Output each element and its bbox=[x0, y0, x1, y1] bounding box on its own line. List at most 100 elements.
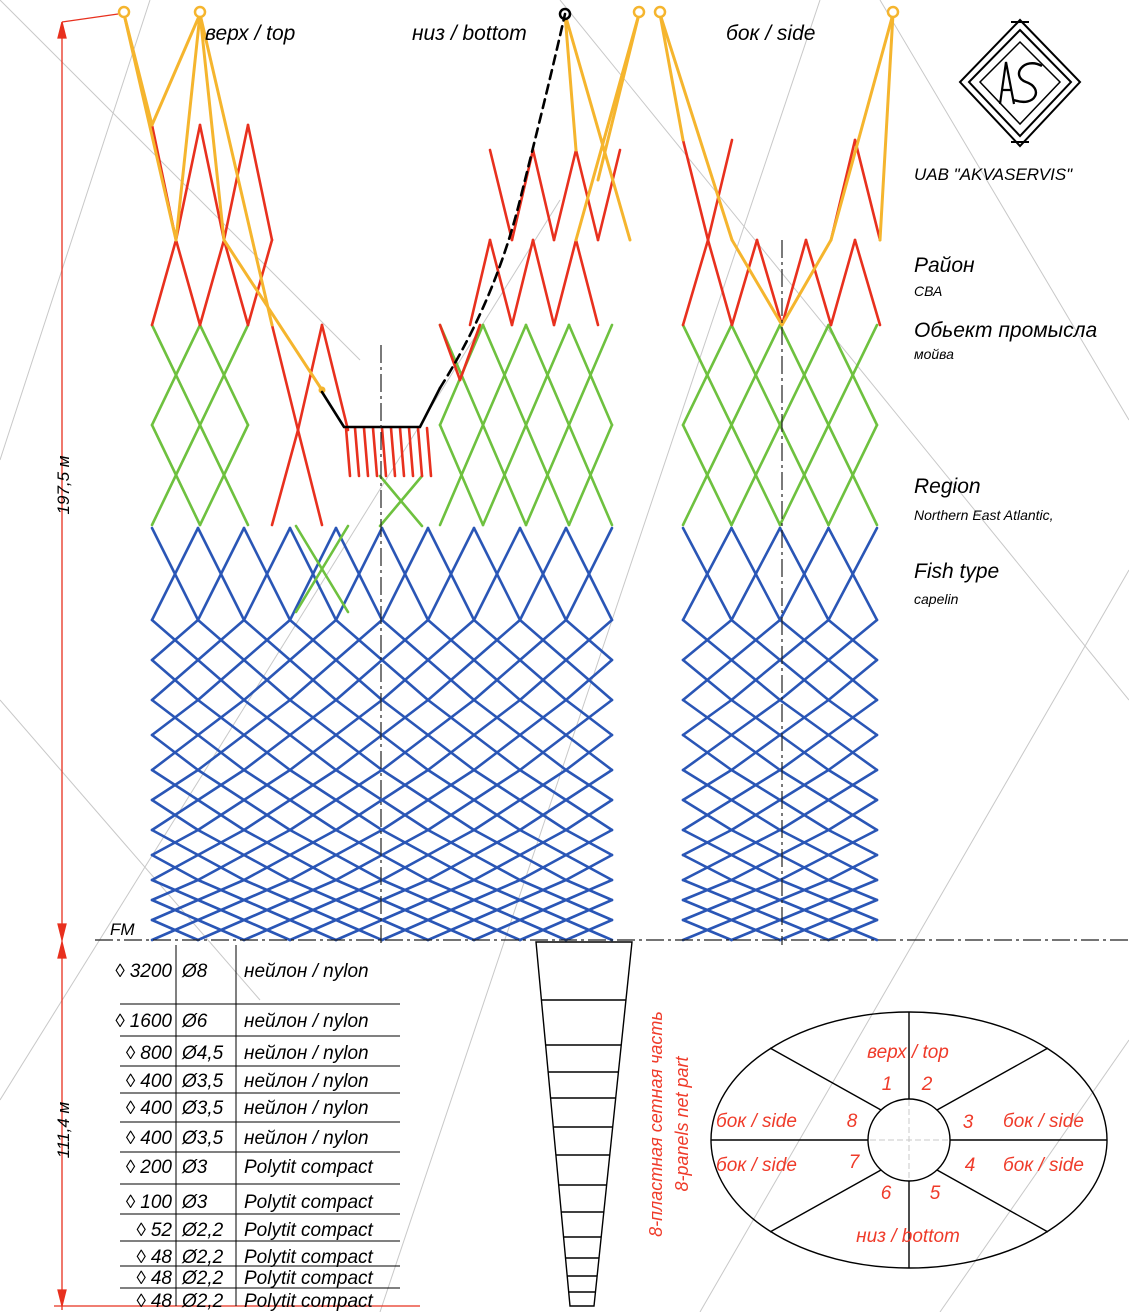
mesh-line-blue bbox=[827, 783, 855, 802]
object-ru-label: Обьект промысла bbox=[914, 319, 1097, 342]
mesh-line-blue bbox=[380, 841, 407, 857]
mesh-line-blue bbox=[778, 928, 806, 942]
mesh-line-blue bbox=[518, 828, 545, 844]
mesh-line-blue bbox=[449, 888, 476, 902]
mesh-line-blue bbox=[564, 878, 591, 892]
mesh-line-blue bbox=[196, 918, 223, 932]
table-cell-material: нейлон / nylon bbox=[244, 1071, 369, 1092]
mesh-line-blue bbox=[403, 928, 430, 942]
mesh-line-blue bbox=[495, 768, 522, 787]
mesh-line-blue bbox=[357, 733, 384, 754]
mesh-line-blue bbox=[705, 841, 733, 857]
panel-number-6: 6 bbox=[881, 1183, 892, 1204]
mesh-line-blue bbox=[778, 841, 806, 857]
mesh-line-blue bbox=[754, 828, 782, 844]
fish-en-value: capelin bbox=[914, 591, 959, 607]
mesh-line-blue bbox=[311, 678, 338, 702]
mesh-line-blue bbox=[705, 526, 733, 576]
mesh-line-blue bbox=[518, 768, 545, 787]
mesh-line-blue bbox=[150, 798, 177, 817]
mesh-line-blue bbox=[541, 618, 568, 642]
mesh-line-blue bbox=[426, 888, 453, 902]
mesh-line-blue bbox=[219, 618, 246, 642]
mesh-line-blue bbox=[730, 678, 758, 702]
mesh-line-green bbox=[681, 473, 709, 527]
mesh-line-blue bbox=[778, 768, 806, 787]
mesh-line-green bbox=[730, 473, 758, 527]
mesh-line-blue bbox=[778, 798, 806, 817]
mesh-line-blue bbox=[311, 526, 338, 576]
mesh-line-blue bbox=[196, 698, 223, 719]
mesh-line-blue bbox=[173, 841, 200, 857]
table-cell-material: нейлон / nylon bbox=[244, 961, 369, 982]
mesh-line-blue bbox=[802, 678, 830, 702]
mesh-line-blue bbox=[851, 783, 879, 802]
mesh-line-green bbox=[851, 373, 879, 427]
object-ru-value: мойва bbox=[914, 346, 954, 362]
mesh-line-red bbox=[371, 426, 379, 478]
mesh-line-blue bbox=[196, 526, 223, 576]
mesh-line-blue bbox=[754, 928, 782, 942]
mesh-line-blue bbox=[705, 618, 733, 642]
mesh-line-blue bbox=[380, 638, 407, 662]
mesh-line-blue bbox=[403, 716, 430, 737]
dimension-lines bbox=[54, 13, 420, 1310]
bridle-ring bbox=[193, 5, 207, 19]
mesh-line-blue bbox=[495, 716, 522, 737]
mesh-line-blue bbox=[851, 828, 879, 844]
mesh-line-blue bbox=[311, 751, 338, 772]
mesh-line-blue bbox=[288, 658, 315, 682]
table-cell-material: Polytit compact bbox=[244, 1157, 374, 1178]
rope-line bbox=[563, 12, 578, 152]
mesh-line-blue bbox=[380, 768, 407, 787]
mesh-line-green bbox=[778, 373, 806, 427]
mesh-line-blue bbox=[495, 878, 522, 892]
mesh-line-green bbox=[567, 323, 592, 377]
mesh-line-blue bbox=[219, 526, 246, 576]
mesh-line-blue bbox=[219, 898, 246, 912]
mesh-line-blue bbox=[173, 678, 200, 702]
mesh-line-blue bbox=[827, 928, 855, 942]
mesh-line-blue bbox=[495, 813, 522, 832]
mesh-line-blue bbox=[564, 866, 591, 882]
mesh-line-blue bbox=[449, 678, 476, 702]
mesh-line-blue bbox=[449, 866, 476, 882]
mesh-line-blue bbox=[472, 798, 499, 817]
mesh-line-blue bbox=[851, 698, 879, 719]
mesh-line-blue bbox=[265, 866, 292, 882]
mesh-line-blue bbox=[196, 841, 223, 857]
mesh-line-blue bbox=[173, 618, 200, 642]
mesh-line-blue bbox=[472, 572, 499, 622]
mesh-line-blue bbox=[518, 798, 545, 817]
mesh-line-blue bbox=[403, 638, 430, 662]
mesh-line-blue bbox=[495, 638, 522, 662]
mesh-line-blue bbox=[288, 698, 315, 719]
fm-label: FM bbox=[110, 920, 135, 939]
mesh-line-blue bbox=[851, 572, 879, 622]
mesh-line-blue bbox=[778, 888, 806, 902]
mesh-line-blue bbox=[754, 751, 782, 772]
mesh-line-green bbox=[198, 423, 226, 477]
mesh-line-blue bbox=[219, 768, 246, 787]
mesh-line-blue bbox=[403, 898, 430, 912]
mesh-line-blue bbox=[518, 658, 545, 682]
mesh-line-blue bbox=[778, 572, 806, 622]
mesh-line-blue bbox=[403, 888, 430, 902]
mesh-line-blue bbox=[827, 878, 855, 892]
mesh-line-blue bbox=[242, 878, 269, 892]
mesh-line-blue bbox=[150, 813, 177, 832]
mesh-line-blue bbox=[681, 928, 709, 942]
mesh-line-blue bbox=[288, 733, 315, 754]
mesh-line-blue bbox=[150, 898, 177, 912]
panel-number-1: 1 bbox=[882, 1074, 893, 1095]
mesh-line-blue bbox=[681, 908, 709, 922]
mesh-line-blue bbox=[851, 716, 879, 737]
mesh-line-blue bbox=[449, 572, 476, 622]
mesh-line-blue bbox=[219, 572, 246, 622]
upper-length-label: 197,5 м bbox=[54, 455, 73, 514]
mesh-line-blue bbox=[564, 898, 591, 912]
mesh-line-blue bbox=[357, 841, 384, 857]
mesh-line-blue bbox=[541, 888, 568, 902]
mesh-line-blue bbox=[778, 853, 806, 869]
mesh-line-blue bbox=[541, 878, 568, 892]
